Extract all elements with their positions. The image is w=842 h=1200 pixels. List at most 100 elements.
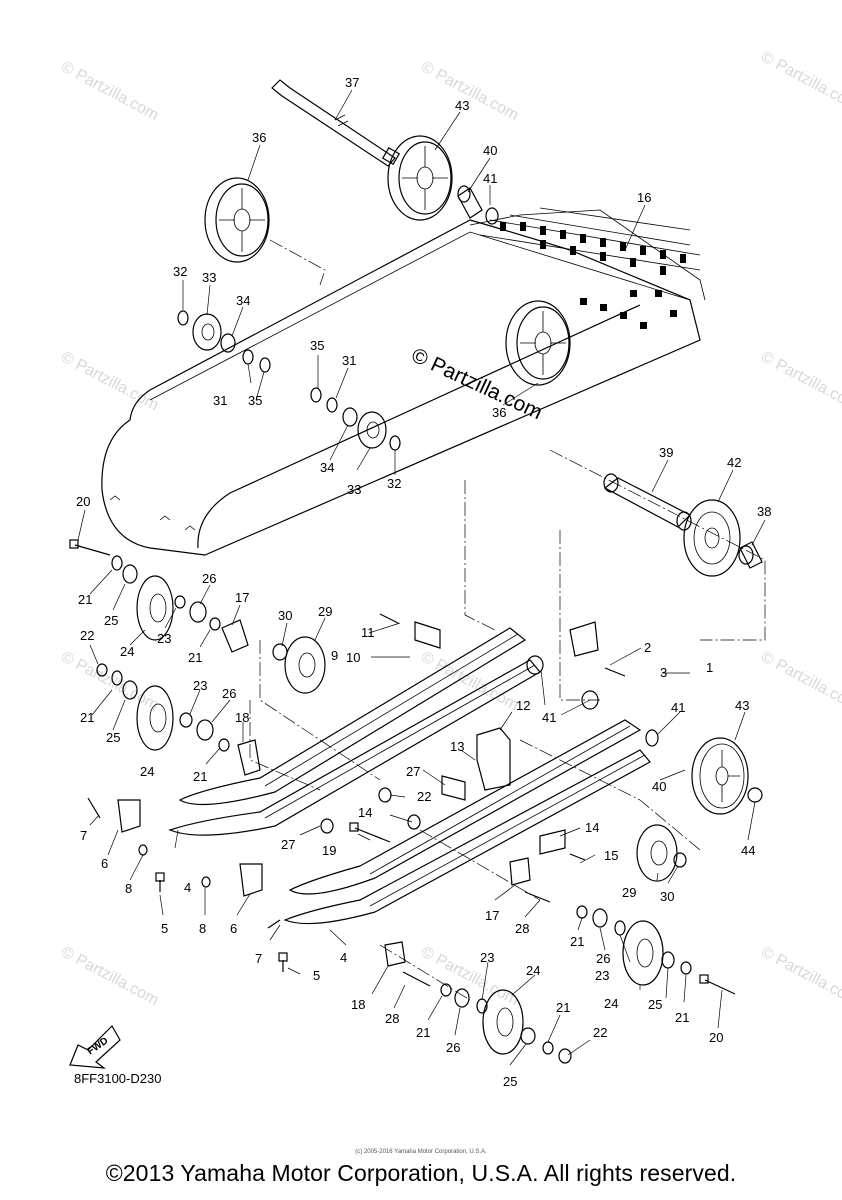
svg-text:24: 24 xyxy=(120,644,134,659)
wheel-24-c xyxy=(482,989,524,1055)
svg-text:6: 6 xyxy=(101,856,108,871)
svg-text:33: 33 xyxy=(347,482,361,497)
svg-text:21: 21 xyxy=(416,1025,430,1040)
svg-text:2: 2 xyxy=(644,640,651,655)
slide-rail-front xyxy=(283,719,651,925)
svg-text:39: 39 xyxy=(659,445,673,460)
svg-text:30: 30 xyxy=(278,608,292,623)
svg-text:35: 35 xyxy=(310,338,324,353)
svg-text:41: 41 xyxy=(483,171,497,186)
callout-labels: 37 43 40 41 36 16 32 33 34 35 31 35 31 3… xyxy=(76,75,771,1089)
svg-text:8: 8 xyxy=(199,921,206,936)
svg-text:© Partzilla.com: © Partzilla.com xyxy=(58,649,161,715)
svg-text:7: 7 xyxy=(80,828,87,843)
svg-text:38: 38 xyxy=(757,504,771,519)
svg-text:8: 8 xyxy=(125,881,132,896)
svg-text:40: 40 xyxy=(652,779,666,794)
svg-text:21: 21 xyxy=(78,592,92,607)
center-watermark: © Partzilla.com xyxy=(408,344,546,425)
svg-text:36: 36 xyxy=(492,405,506,420)
fine-print: (c) 2005-2016 Yamaha Motor Corporation, … xyxy=(355,1149,487,1155)
svg-text:18: 18 xyxy=(235,710,249,725)
wheel-24-d xyxy=(622,920,664,986)
wheel-24-a xyxy=(136,575,174,641)
assembly-lines xyxy=(249,239,766,1001)
svg-text:33: 33 xyxy=(202,270,216,285)
svg-text:28: 28 xyxy=(385,1011,399,1026)
svg-text:13: 13 xyxy=(450,739,464,754)
wheel-42 xyxy=(683,499,741,577)
wheel-29-b xyxy=(636,824,678,882)
svg-text:29: 29 xyxy=(318,604,332,619)
small-parts-lower xyxy=(96,555,763,1064)
svg-text:24: 24 xyxy=(604,996,618,1011)
svg-text:© Partzilla.com: © Partzilla.com xyxy=(418,59,521,125)
diagram-code: 8FF3100-D230 xyxy=(74,1071,162,1086)
svg-text:24: 24 xyxy=(526,963,540,978)
svg-text:26: 26 xyxy=(202,571,216,586)
svg-text:© Partzilla.com: © Partzilla.com xyxy=(58,349,161,415)
svg-text:© Partzilla.com: © Partzilla.com xyxy=(418,944,521,1010)
leader-lines xyxy=(77,89,766,1066)
svg-text:22: 22 xyxy=(593,1025,607,1040)
svg-text:27: 27 xyxy=(406,764,420,779)
svg-text:25: 25 xyxy=(648,997,662,1012)
svg-text:© Partzilla.com: © Partzilla.com xyxy=(758,349,842,415)
wheel-24-b xyxy=(136,685,174,751)
svg-text:15: 15 xyxy=(604,848,618,863)
svg-text:16: 16 xyxy=(637,190,651,205)
svg-text:20: 20 xyxy=(709,1030,723,1045)
svg-text:36: 36 xyxy=(252,130,266,145)
svg-text:26: 26 xyxy=(446,1040,460,1055)
svg-text:17: 17 xyxy=(485,908,499,923)
svg-text:31: 31 xyxy=(213,393,227,408)
svg-text:41: 41 xyxy=(671,700,685,715)
svg-text:31: 31 xyxy=(342,353,356,368)
bolts xyxy=(69,539,736,995)
brackets xyxy=(117,619,599,967)
svg-text:17: 17 xyxy=(235,590,249,605)
svg-text:© Partzilla.com: © Partzilla.com xyxy=(758,944,842,1010)
svg-text:43: 43 xyxy=(735,698,749,713)
svg-text:44: 44 xyxy=(741,843,755,858)
svg-text:10: 10 xyxy=(346,650,360,665)
svg-text:5: 5 xyxy=(313,968,320,983)
svg-text:21: 21 xyxy=(193,769,207,784)
svg-text:4: 4 xyxy=(184,880,191,895)
svg-text:23: 23 xyxy=(193,678,207,693)
svg-text:34: 34 xyxy=(236,293,250,308)
svg-text:5: 5 xyxy=(161,921,168,936)
svg-text:43: 43 xyxy=(455,98,469,113)
svg-text:21: 21 xyxy=(675,1010,689,1025)
svg-text:1: 1 xyxy=(706,660,713,675)
svg-text:23: 23 xyxy=(480,950,494,965)
svg-text:© Partzilla.com: © Partzilla.com xyxy=(758,49,842,115)
svg-text:27: 27 xyxy=(281,837,295,852)
svg-text:© Partzilla.com: © Partzilla.com xyxy=(58,59,161,125)
svg-text:22: 22 xyxy=(417,789,431,804)
svg-text:4: 4 xyxy=(340,950,347,965)
svg-text:© Partzilla.com: © Partzilla.com xyxy=(58,944,161,1010)
svg-text:18: 18 xyxy=(351,997,365,1012)
svg-text:7: 7 xyxy=(255,951,262,966)
wheel-36-mid xyxy=(505,300,571,386)
svg-text:21: 21 xyxy=(188,650,202,665)
svg-text:29: 29 xyxy=(622,885,636,900)
svg-text:© Partzilla.com: © Partzilla.com xyxy=(758,649,842,715)
svg-text:25: 25 xyxy=(104,613,118,628)
svg-text:32: 32 xyxy=(173,264,187,279)
svg-text:41: 41 xyxy=(542,710,556,725)
bearing-set-center xyxy=(310,387,401,451)
svg-text:25: 25 xyxy=(106,730,120,745)
svg-text:21: 21 xyxy=(556,1000,570,1015)
svg-text:23: 23 xyxy=(595,968,609,983)
svg-text:26: 26 xyxy=(596,951,610,966)
svg-text:3: 3 xyxy=(660,665,667,680)
svg-text:42: 42 xyxy=(727,455,741,470)
bearing-set-left xyxy=(177,310,271,373)
wheel-43-top xyxy=(387,135,453,221)
spacer-40-top xyxy=(457,185,483,219)
svg-text:32: 32 xyxy=(387,476,401,491)
svg-text:12: 12 xyxy=(516,698,530,713)
